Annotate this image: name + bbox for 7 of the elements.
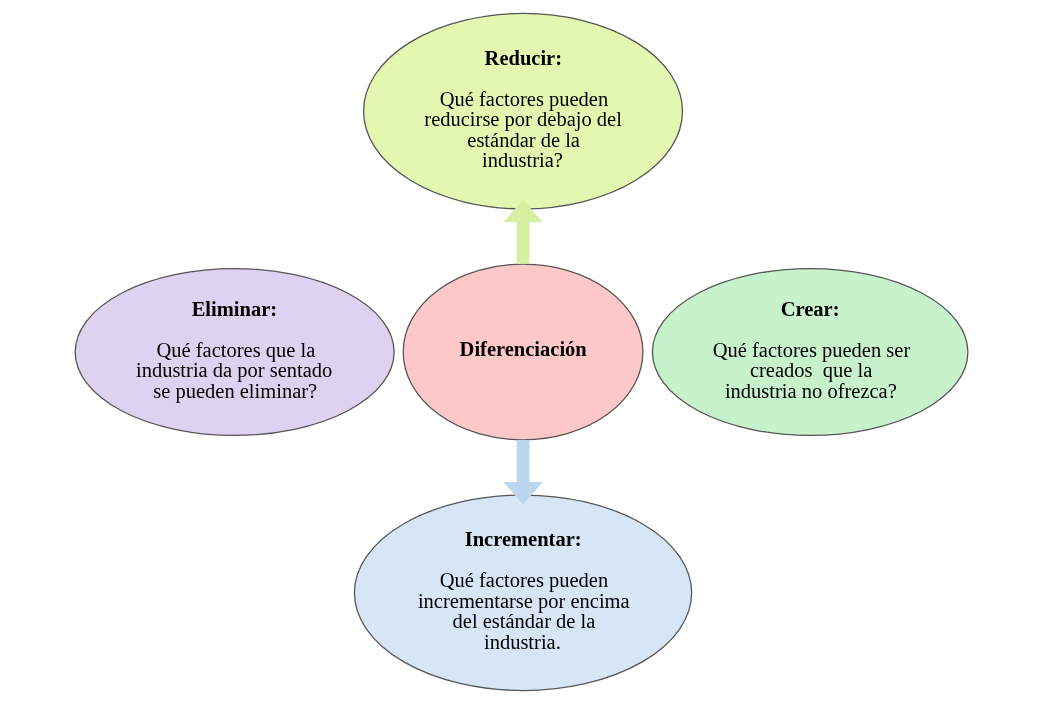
node-ellipse: Eliminar: Qué factores que la industria da por sentado se pueden eliminar?	[74, 267, 395, 437]
arrow	[503, 439, 543, 505]
node-ellipse: Diferenciación	[402, 263, 644, 441]
node-ellipse: Crear: Qué factores pueden ser creados que la industria no ofrezca?	[651, 267, 969, 437]
arrow	[503, 199, 543, 264]
node-ellipse: Incrementar: Qué factores pueden incrementarse por encima del estándar de la industria.	[353, 494, 693, 692]
node-ellipse: Reducir: Qué factores pueden reducirse por debajo del estándar de la industria?	[362, 12, 684, 210]
